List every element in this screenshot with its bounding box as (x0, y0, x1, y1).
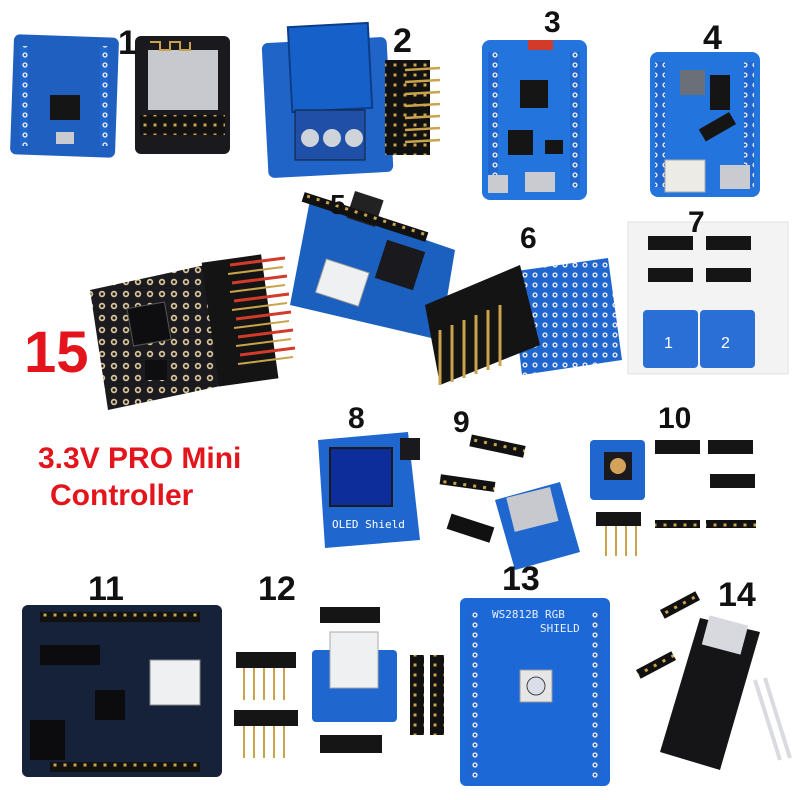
product-14-ir-shield (635, 591, 792, 770)
dual-base-label-2: 2 (721, 335, 730, 352)
product-number-3: 3 (544, 6, 561, 39)
product-number-10: 10 (658, 402, 691, 435)
product-number-14: 14 (718, 576, 756, 614)
dual-base-label-1: 1 (664, 335, 673, 352)
rgb-shield-title: WS2812B RGB (492, 608, 565, 621)
product-number-4: 4 (703, 19, 722, 57)
product-7-dual-base: 1 2 (627, 221, 789, 375)
product-3-d1-mini-pro (482, 40, 587, 200)
product-10-button-shield (590, 440, 756, 556)
product-number-13: 13 (502, 560, 540, 598)
product-15-pro-mini (90, 254, 296, 410)
product-12-dht-shield (234, 607, 444, 758)
product-2-relay-shield (261, 21, 441, 178)
caption-line-1: 3.3V PRO Mini (38, 442, 241, 475)
product-number-12: 12 (258, 570, 296, 608)
product-number-9: 9 (453, 406, 470, 439)
product-9-microsd-shield (439, 434, 580, 570)
rgb-shield-subtitle: SHIELD (540, 622, 580, 635)
product-11-wifi-uno (22, 605, 222, 777)
product-4-battery-shield (650, 52, 760, 197)
caption-line-2: Controller (50, 479, 194, 512)
product-13-rgb-shield: WS2812B RGB SHIELD (460, 598, 610, 786)
product-6-proto-shield (425, 258, 622, 385)
product-5-wifi-uno-board (290, 191, 455, 340)
product-number-5: 5 (330, 189, 346, 220)
oled-shield-label: OLED Shield (332, 518, 405, 531)
product-number-6: 6 (520, 222, 537, 255)
product-number-8: 8 (348, 402, 365, 435)
product-number-1: 1 (118, 24, 137, 62)
product-number-11: 11 (88, 570, 124, 608)
product-number-15: 15 (24, 320, 89, 385)
product-8-oled-shield: OLED Shield (318, 432, 420, 548)
product-number-7: 7 (688, 206, 705, 239)
product-number-2: 2 (393, 22, 412, 60)
product-1-d1-mini (10, 34, 230, 158)
